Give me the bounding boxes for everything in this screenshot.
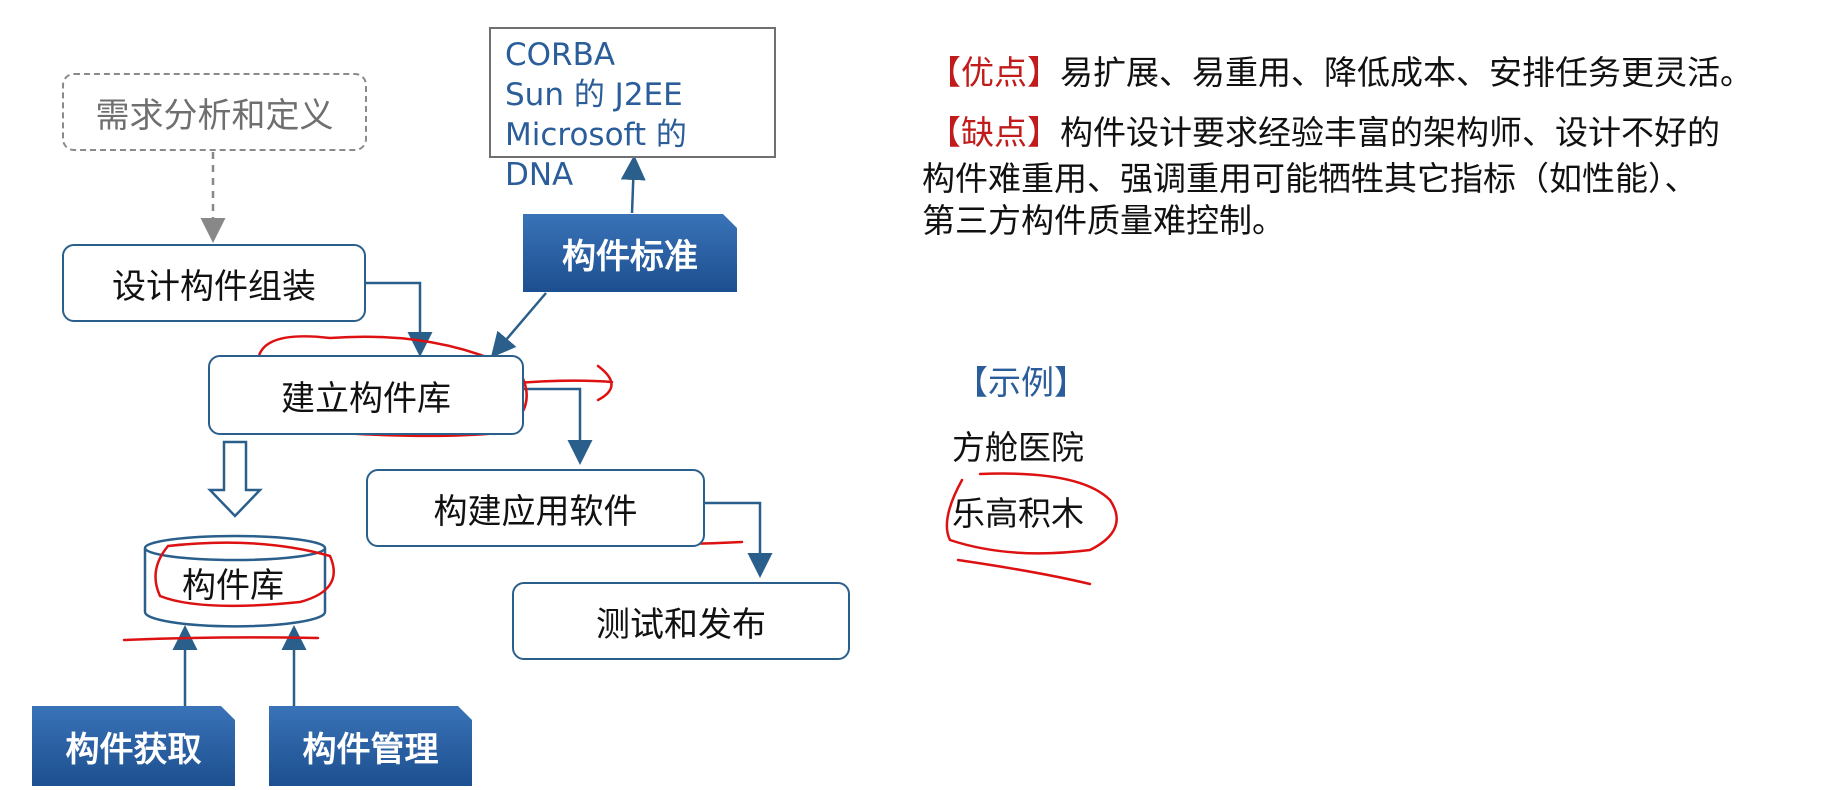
build-library-label: 建立构件库 [281,378,451,419]
build-library-box: 建立构件库 [208,355,524,435]
advantages-line: 【优点】易扩展、易重用、降低成本、安排任务更灵活。 [928,52,1753,94]
arrow-lib-to-app [524,387,593,465]
standard-j2ee: Sun 的 J2EE [505,77,683,113]
requirements-label: 需求分析和定义 [95,95,334,136]
design-assembly-label: 设计构件组装 [112,266,316,307]
requirements-box: 需求分析和定义 [62,73,367,151]
arrow-app-to-test [705,501,773,578]
disadvantages-tag: 【缺点】 [928,113,1060,152]
disadvantages-line-1: 【缺点】构件设计要求经验丰富的架构师、设计不好的 [928,112,1720,154]
component-standard-label: 构件标准 [523,214,737,292]
standard-dna: Microsoft 的 DNA [505,117,687,193]
build-application-label: 构建应用软件 [433,491,638,532]
advantages-tag: 【优点】 [928,53,1060,92]
example-lego: 乐高积木 [952,494,1084,533]
design-assembly-box: 设计构件组装 [62,244,366,322]
repository-cylinder [143,534,327,628]
repository-label: 构件库 [182,566,284,606]
standards-box: CORBA Sun 的 J2EE Microsoft 的 DNA [489,27,776,193]
component-manage-label: 构件管理 [269,706,472,786]
standard-corba: CORBA [505,37,616,73]
component-acquire-label: 构件获取 [32,706,235,786]
build-application-box: 构建应用软件 [366,469,705,547]
example-title: 【示例】 [955,363,1087,402]
hollow-down-arrow [207,440,263,518]
arrow-design-to-lib [366,281,433,357]
test-release-label: 测试和发布 [596,604,766,645]
arrow-std-to-lib [490,292,547,358]
test-release-box: 测试和发布 [512,582,850,660]
example-field-hospital: 方舱医院 [952,428,1084,467]
disadvantages-line-3: 第三方构件质量难控制。 [922,201,1285,240]
arrow-std-to-box [620,155,646,214]
advantages-text: 易扩展、易重用、降低成本、安排任务更灵活。 [1060,53,1753,92]
disadvantages-line-2: 构件难重用、强调重用可能牺牲其它指标（如性能）、 [922,159,1698,198]
disadvantages-text-1: 构件设计要求经验丰富的架构师、设计不好的 [1060,113,1720,152]
